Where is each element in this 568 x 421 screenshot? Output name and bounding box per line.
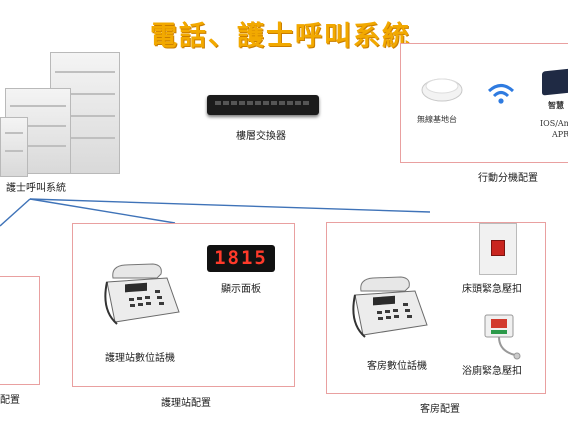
apr-label: APR <box>552 130 568 139</box>
diagram-title: 電話、護士呼叫系統 <box>150 21 411 52</box>
desk-phone-icon <box>104 263 180 325</box>
smartphone-icon <box>542 68 568 96</box>
network-switch-icon <box>207 95 319 115</box>
left-config-box <box>0 276 40 385</box>
line-station-config <box>29 198 176 224</box>
wifi-icon <box>487 84 515 104</box>
display-panel-digits: 1815 <box>207 245 275 272</box>
mobile-config-box: 無線基地台 智慧 IOS/And APR <box>400 43 568 163</box>
room-config-label: 客房配置 <box>420 404 460 415</box>
station-phone-label: 護理站數位話機 <box>105 353 175 364</box>
display-panel-label: 顯示面板 <box>221 284 261 295</box>
station-config-label: 護理站配置 <box>161 398 211 409</box>
line-room-config <box>29 198 431 213</box>
left-config-label: 配置 <box>0 395 20 406</box>
bath-button-label: 浴廁緊急壓扣 <box>462 366 522 377</box>
room-phone-label: 客房數位話機 <box>367 361 427 372</box>
smart-label: 智慧 <box>548 100 564 110</box>
wireless-ap-icon <box>421 78 463 102</box>
line-left-config <box>0 198 31 227</box>
cabinet-front <box>0 117 28 177</box>
mobile-config-label: 行動分機配置 <box>478 173 538 184</box>
nurse-call-system-label: 護士呼叫系統 <box>6 183 66 194</box>
room-phone-icon <box>352 276 428 338</box>
floor-switch-label: 樓層交換器 <box>236 131 286 142</box>
ios-app-label: IOS/And <box>540 119 568 128</box>
bath-button-icon <box>484 314 521 360</box>
bed-button-icon <box>479 223 517 275</box>
wireless-ap-label: 無線基地台 <box>417 115 457 124</box>
room-config-box: 客房數位話機 床頭緊急壓扣 浴廁緊急壓扣 <box>326 222 546 394</box>
bed-button-label: 床頭緊急壓扣 <box>462 284 522 295</box>
